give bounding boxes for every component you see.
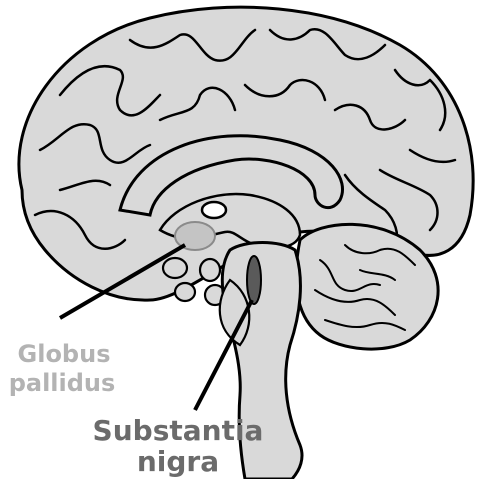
substantia-nigra-label-line2: nigra xyxy=(137,445,219,478)
fornix-loop xyxy=(202,202,226,218)
substantia-nigra xyxy=(247,256,261,304)
substantia-nigra-label-line1: Substantia xyxy=(93,414,264,447)
globus-pallidus-label-line1: Globus xyxy=(18,340,111,368)
globus-pallidus-label-line2: pallidus xyxy=(9,369,116,397)
